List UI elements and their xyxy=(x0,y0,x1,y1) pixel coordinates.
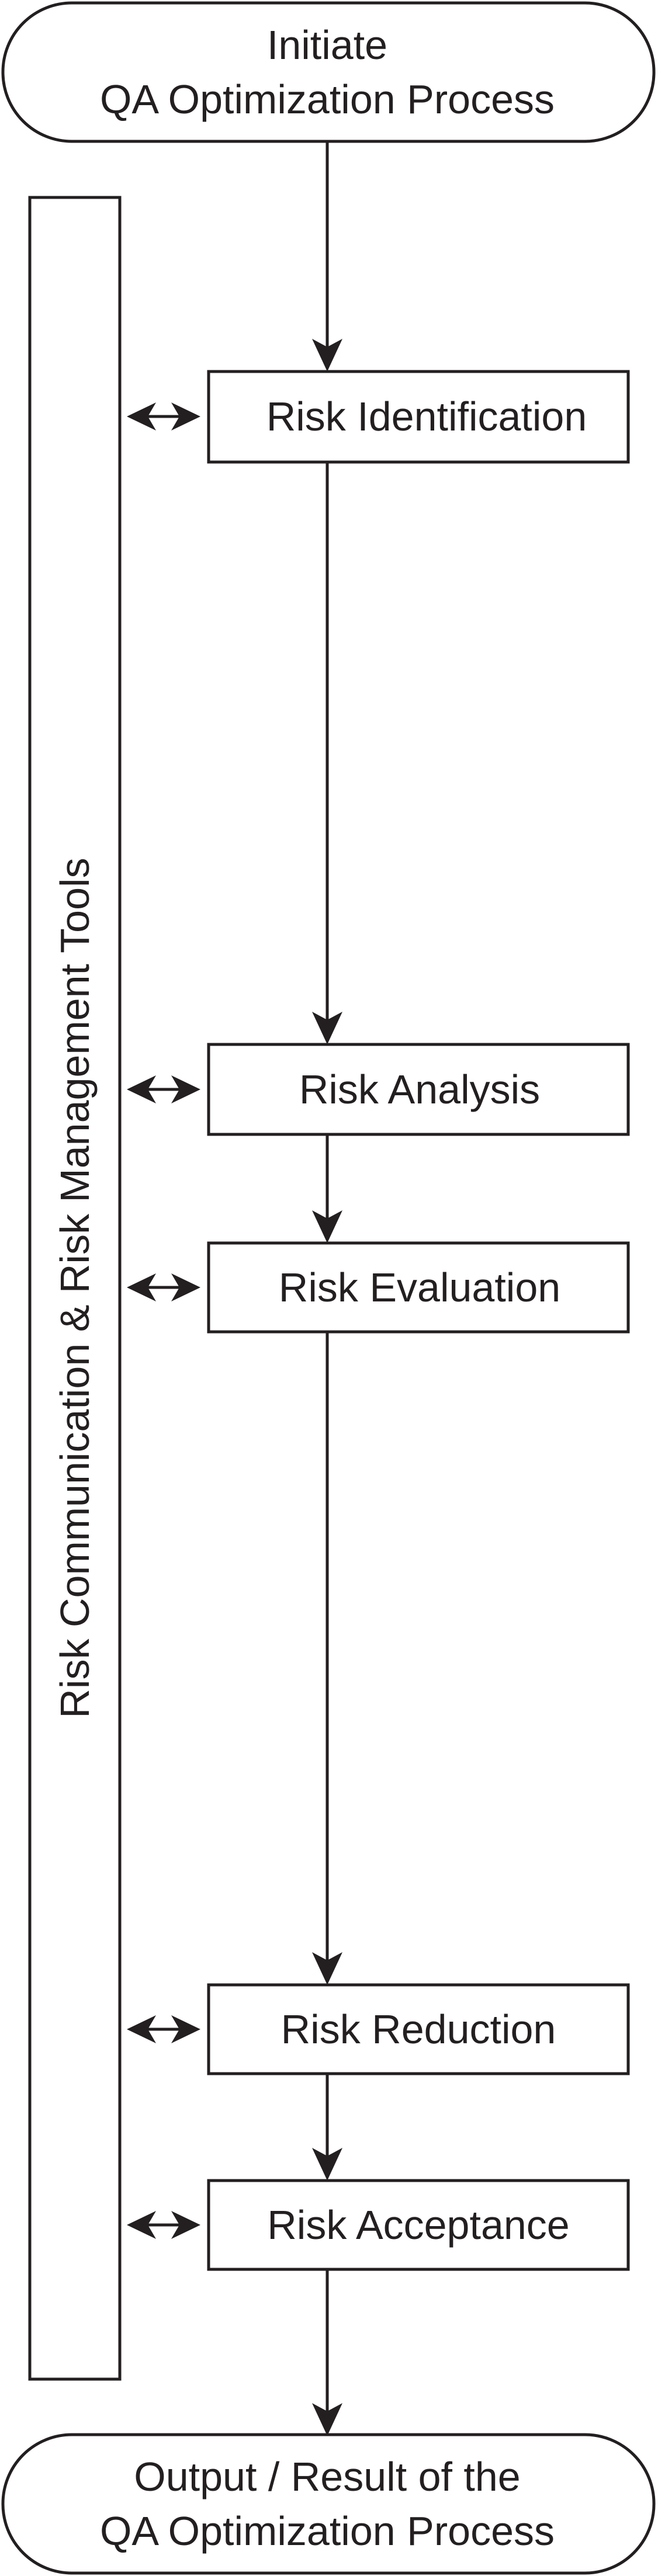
step-label: Risk Evaluation xyxy=(279,1265,560,1310)
double-arrow-analysis xyxy=(127,1075,200,1103)
flow-arrow-start-to-identification xyxy=(312,141,342,372)
flow-arrow-head xyxy=(312,2403,342,2436)
step-risk-acceptance: Risk Acceptance xyxy=(207,2179,630,2271)
double-arrow-right-head xyxy=(171,2211,200,2239)
side-panel: Risk Communication & Risk Management Too… xyxy=(28,196,122,2381)
end-terminal-line1: Output / Result of the xyxy=(134,2454,520,2499)
start-terminal: Initiate QA Optimization Process xyxy=(1,1,656,143)
step-box xyxy=(207,1983,630,2075)
flow-arrow-head xyxy=(312,1952,342,1985)
step-label: Risk Identification xyxy=(266,394,587,439)
double-arrow-left-head xyxy=(127,1273,156,1301)
step-box xyxy=(207,1241,630,1334)
step-label: Risk Reduction xyxy=(281,2006,556,2052)
step-risk-analysis: Risk Analysis xyxy=(207,1043,630,1136)
end-terminal-line2: QA Optimization Process xyxy=(100,2508,555,2554)
double-arrow-right-head xyxy=(171,1075,200,1103)
double-arrow-right-head xyxy=(171,1273,200,1301)
flow-arrow-reduction-to-acceptance xyxy=(312,2074,342,2181)
double-arrow-identification xyxy=(127,402,200,431)
flow-arrow-evaluation-to-reduction xyxy=(312,1332,342,1985)
step-risk-identification: Risk Identification xyxy=(207,370,630,464)
end-terminal: Output / Result of the QA Optimization P… xyxy=(1,2433,656,2575)
double-arrow-evaluation xyxy=(127,1273,200,1301)
flow-arrow-analysis-to-evaluation xyxy=(312,1134,342,1243)
flow-arrow-head xyxy=(312,339,342,372)
double-arrow-left-head xyxy=(127,1075,156,1103)
flow-arrow-head xyxy=(312,1210,342,1243)
step-label: Risk Analysis xyxy=(299,1067,540,1112)
double-arrow-left-head xyxy=(127,2211,156,2239)
step-box xyxy=(207,370,630,464)
end-terminal-shape xyxy=(1,2433,656,2575)
step-box xyxy=(207,1043,630,1136)
flow-arrow-identification-to-analysis xyxy=(312,462,342,1044)
step-risk-evaluation: Risk Evaluation xyxy=(207,1241,630,1334)
double-arrow-reduction xyxy=(127,2015,200,2043)
double-arrow-acceptance xyxy=(127,2211,200,2239)
double-arrow-right-head xyxy=(171,2015,200,2043)
step-label: Risk Acceptance xyxy=(267,2202,569,2248)
side-panel-shape xyxy=(28,196,122,2381)
start-terminal-line2: QA Optimization Process xyxy=(100,77,555,122)
flow-arrow-head xyxy=(312,1012,342,1044)
step-box xyxy=(207,2179,630,2271)
flow-arrow-head xyxy=(312,2148,342,2181)
double-arrow-left-head xyxy=(127,402,156,431)
double-arrow-left-head xyxy=(127,2015,156,2043)
start-terminal-line1: Initiate xyxy=(267,22,387,68)
side-panel-label: Risk Communication & Risk Management Too… xyxy=(52,857,98,1718)
step-risk-reduction: Risk Reduction xyxy=(207,1983,630,2075)
double-arrow-right-head xyxy=(171,402,200,431)
flow-arrow-acceptance-to-end xyxy=(312,2269,342,2436)
